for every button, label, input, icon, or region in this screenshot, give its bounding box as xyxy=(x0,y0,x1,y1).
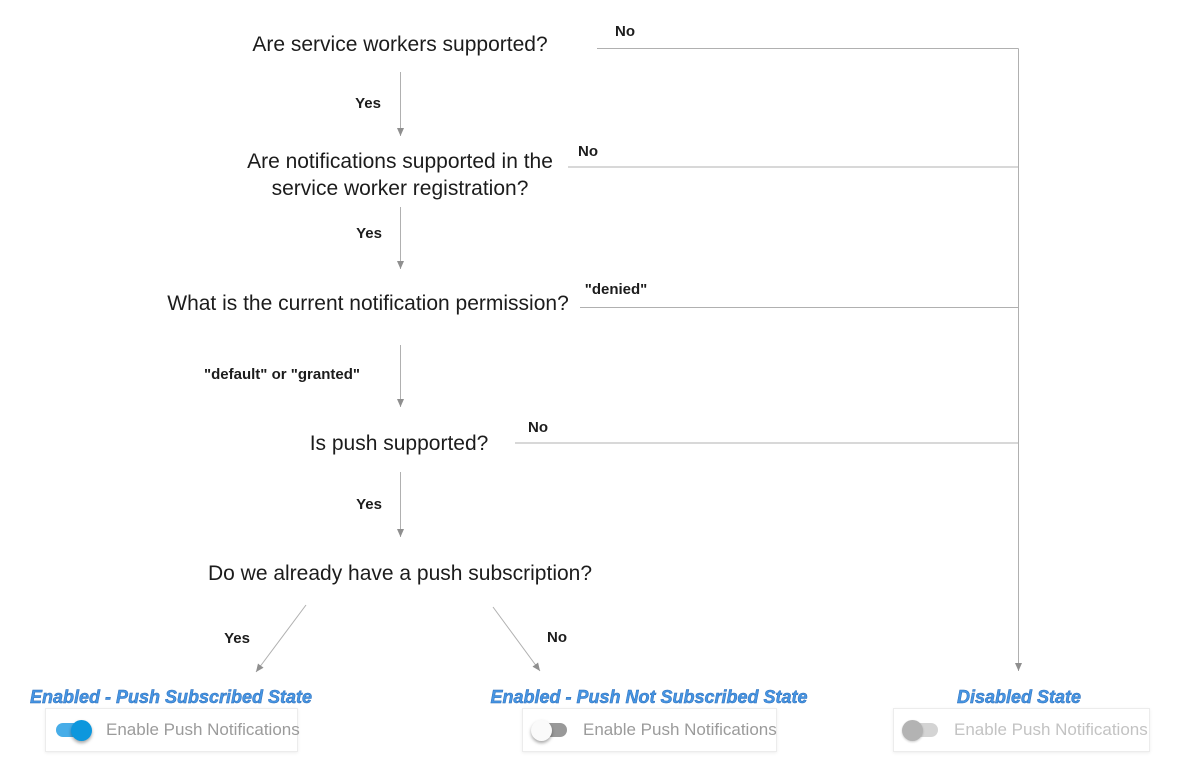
state-title-disabled: Disabled State xyxy=(956,687,1082,708)
toggle-thumb xyxy=(71,719,92,741)
card-disabled: Enable Push Notifications xyxy=(893,708,1150,752)
state-title-subscribed: Enabled - Push Subscribed State xyxy=(29,687,313,708)
toggle-label: Enable Push Notifications xyxy=(583,720,777,739)
label-q5-yes: Yes xyxy=(224,630,250,647)
question-push-subscription: Do we already have a push subscription? xyxy=(207,562,593,585)
label-q4-no: No xyxy=(528,419,548,436)
state-title-not-subscribed: Enabled - Push Not Subscribed State xyxy=(490,687,808,708)
question-service-workers: Are service workers supported? xyxy=(252,33,548,56)
card-push-subscribed: Enable Push Notifications xyxy=(45,708,300,752)
card-push-not-subscribed: Enable Push Notifications xyxy=(522,708,777,752)
label-q5-no: No xyxy=(547,629,567,646)
label-q1-no: No xyxy=(615,23,635,40)
edge-q5-no xyxy=(492,606,541,672)
toggle-thumb xyxy=(902,719,923,741)
label-q3-default-granted: "default" or "granted" xyxy=(204,366,360,383)
push-toggle-off[interactable] xyxy=(531,719,567,741)
label-q4-yes: Yes xyxy=(356,496,382,513)
label-q2-yes: Yes xyxy=(356,225,382,242)
question-push-supported: Is push supported? xyxy=(309,432,489,455)
push-toggle-on[interactable] xyxy=(56,719,92,741)
edge-q5-yes xyxy=(255,604,307,673)
toggle-thumb xyxy=(531,719,552,741)
push-toggle-disabled xyxy=(902,719,938,741)
toggle-label: Enable Push Notifications xyxy=(954,720,1148,739)
question-notification-permission: What is the current notification permiss… xyxy=(167,292,569,315)
label-q1-yes: Yes xyxy=(355,95,381,112)
label-q3-denied: "denied" xyxy=(584,281,648,298)
toggle-label: Enable Push Notifications xyxy=(106,720,300,739)
question-notifications-supported: Are notifications supported in the servi… xyxy=(247,150,553,200)
label-q2-no: No xyxy=(578,143,598,160)
